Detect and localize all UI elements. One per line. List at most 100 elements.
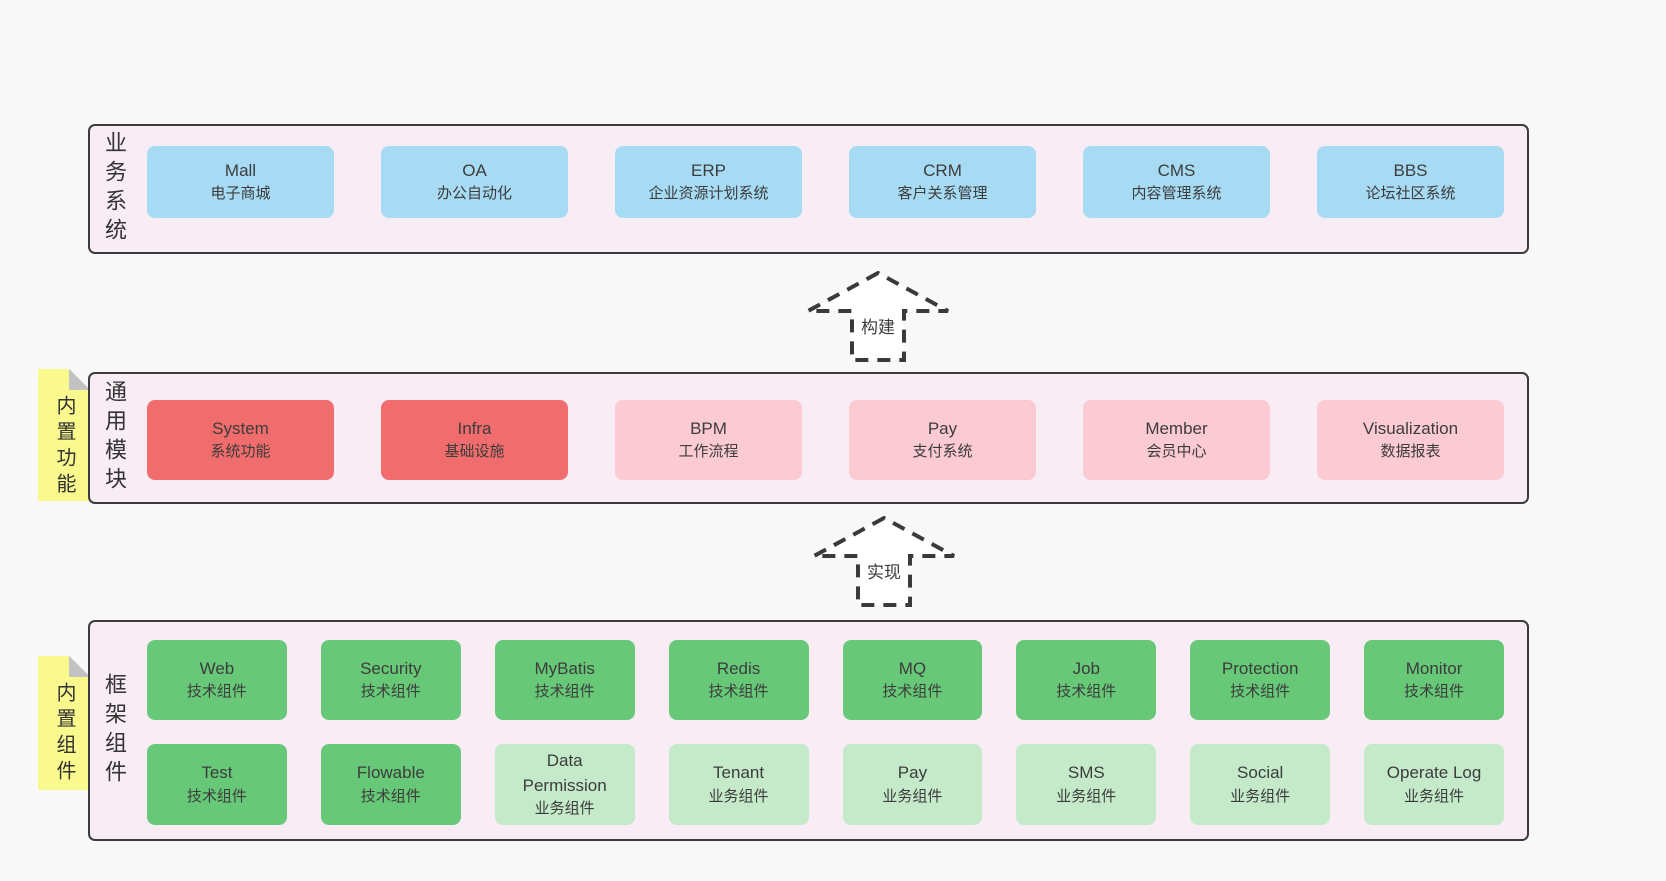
box-subtitle: 支付系统 xyxy=(912,443,973,461)
box-pay: Pay 支付系统 xyxy=(849,400,1036,480)
box-title: Tenant xyxy=(713,763,765,783)
box-infra: Infra 基础设施 xyxy=(381,400,568,480)
box-subtitle: 业务组件 xyxy=(534,800,595,818)
layer-common-modules: 通用模块 System 系统功能 Infra 基础设施 BPM 工作流程 Pay… xyxy=(88,372,1529,504)
box-tenant: Tenant 业务组件 xyxy=(668,744,809,825)
box-mall: Mall 电子商城 xyxy=(147,146,334,218)
layer-components-label: 框架组件 xyxy=(102,672,127,789)
box-data-permission: Data Permission 业务组件 xyxy=(494,744,635,825)
components-box-row-2: Test 技术组件 Flowable 技术组件 Data Permission … xyxy=(147,744,1504,825)
box-subtitle: 基础设施 xyxy=(444,443,505,461)
box-subtitle: 业务组件 xyxy=(882,787,943,805)
arrow-build: 构建 xyxy=(806,271,950,362)
box-member: Member 会员中心 xyxy=(1083,400,1270,480)
components-box-row-1: Web 技术组件 Security 技术组件 MyBatis 技术组件 Redi… xyxy=(147,640,1504,720)
box-pay-biz: Pay 业务组件 xyxy=(842,744,983,825)
box-subtitle: 技术组件 xyxy=(1056,683,1117,701)
box-subtitle: 论坛社区系统 xyxy=(1365,185,1456,203)
box-security: Security 技术组件 xyxy=(320,640,461,720)
box-subtitle: 系统功能 xyxy=(210,443,271,461)
layer-modules-label: 通用模块 xyxy=(102,380,127,496)
box-subtitle: 技术组件 xyxy=(1404,683,1465,701)
box-title: Visualization xyxy=(1362,418,1459,438)
box-subtitle: 企业资源计划系统 xyxy=(648,185,769,203)
box-web: Web 技术组件 xyxy=(147,640,287,720)
box-visualization: Visualization 数据报表 xyxy=(1317,400,1504,480)
box-erp: ERP 企业资源计划系统 xyxy=(615,146,802,218)
layer-business-label: 业务系统 xyxy=(102,131,127,247)
box-title: Job xyxy=(1072,658,1101,678)
box-sms: SMS 业务组件 xyxy=(1016,744,1157,825)
box-title: Infra xyxy=(457,418,492,438)
layer-framework-components: 框架组件 Web 技术组件 Security 技术组件 MyBatis 技术组件… xyxy=(88,620,1529,841)
box-social: Social 业务组件 xyxy=(1190,744,1331,825)
box-title: Monitor xyxy=(1405,658,1463,678)
box-mq: MQ 技术组件 xyxy=(842,640,983,720)
box-title: Member xyxy=(1145,418,1208,438)
box-subtitle: 工作流程 xyxy=(678,443,739,461)
box-redis: Redis 技术组件 xyxy=(668,640,809,720)
box-title: Data Permission xyxy=(522,750,607,795)
box-subtitle: 业务组件 xyxy=(708,787,769,805)
box-title: System xyxy=(212,418,269,438)
box-subtitle: 技术组件 xyxy=(186,683,247,701)
box-title: Pay xyxy=(897,763,928,783)
box-title: CRM xyxy=(923,160,962,180)
sticky-built-in-features: 内置功能 xyxy=(38,369,90,501)
box-job: Job 技术组件 xyxy=(1016,640,1157,720)
box-subtitle: 技术组件 xyxy=(534,683,595,701)
box-title: CMS xyxy=(1157,160,1196,180)
box-title: SMS xyxy=(1067,763,1105,783)
box-subtitle: 技术组件 xyxy=(360,683,421,701)
box-protection: Protection 技术组件 xyxy=(1190,640,1331,720)
box-flowable: Flowable 技术组件 xyxy=(320,744,461,825)
box-subtitle: 技术组件 xyxy=(1230,683,1291,701)
box-title: Pay xyxy=(927,418,958,438)
folded-corner-icon xyxy=(69,656,90,677)
box-operate-log: Operate Log 业务组件 xyxy=(1364,744,1504,825)
box-subtitle: 电子商城 xyxy=(210,185,271,203)
box-title: Social xyxy=(1237,763,1284,783)
layer-business-systems: 业务系统 Mall 电子商城 OA 办公自动化 ERP 企业资源计划系统 CRM… xyxy=(88,124,1529,254)
box-subtitle: 办公自动化 xyxy=(436,185,512,203)
box-cms: CMS 内容管理系统 xyxy=(1083,146,1270,218)
box-oa: OA 办公自动化 xyxy=(381,146,568,218)
box-title: OA xyxy=(462,160,487,180)
box-subtitle: 客户关系管理 xyxy=(897,185,988,203)
box-title: Redis xyxy=(716,658,761,678)
box-subtitle: 业务组件 xyxy=(1404,787,1465,805)
box-bpm: BPM 工作流程 xyxy=(615,400,802,480)
arrow-implement: 实现 xyxy=(812,516,956,607)
box-subtitle: 内容管理系统 xyxy=(1131,185,1222,203)
box-title: Protection xyxy=(1221,658,1299,678)
box-title: Flowable xyxy=(356,763,425,783)
box-title: Test xyxy=(201,763,233,783)
box-title: MQ xyxy=(898,658,927,678)
box-title: Web xyxy=(199,658,235,678)
box-subtitle: 会员中心 xyxy=(1146,443,1207,461)
box-crm: CRM 客户关系管理 xyxy=(849,146,1036,218)
sticky-label: 内置组件 xyxy=(53,682,75,786)
sticky-label: 内置功能 xyxy=(53,395,75,499)
box-mybatis: MyBatis 技术组件 xyxy=(494,640,635,720)
arrow-implement-label: 实现 xyxy=(864,557,904,584)
box-subtitle: 业务组件 xyxy=(1056,787,1117,805)
box-title: BPM xyxy=(690,418,727,438)
box-title: BBS xyxy=(1393,160,1428,180)
box-subtitle: 技术组件 xyxy=(708,683,769,701)
box-system: System 系统功能 xyxy=(147,400,334,480)
box-subtitle: 技术组件 xyxy=(360,787,421,805)
sticky-built-in-components: 内置组件 xyxy=(38,656,90,790)
box-title: Mall xyxy=(224,160,257,180)
box-subtitle: 业务组件 xyxy=(1230,787,1291,805)
box-subtitle: 数据报表 xyxy=(1380,443,1441,461)
box-test: Test 技术组件 xyxy=(147,744,287,825)
arrow-build-label: 构建 xyxy=(858,312,898,339)
box-title: Security xyxy=(360,658,422,678)
box-monitor: Monitor 技术组件 xyxy=(1364,640,1504,720)
folded-corner-icon xyxy=(69,369,90,390)
modules-box-row: System 系统功能 Infra 基础设施 BPM 工作流程 Pay 支付系统… xyxy=(147,400,1504,480)
box-title: MyBatis xyxy=(534,658,595,678)
box-subtitle: 技术组件 xyxy=(186,787,247,805)
